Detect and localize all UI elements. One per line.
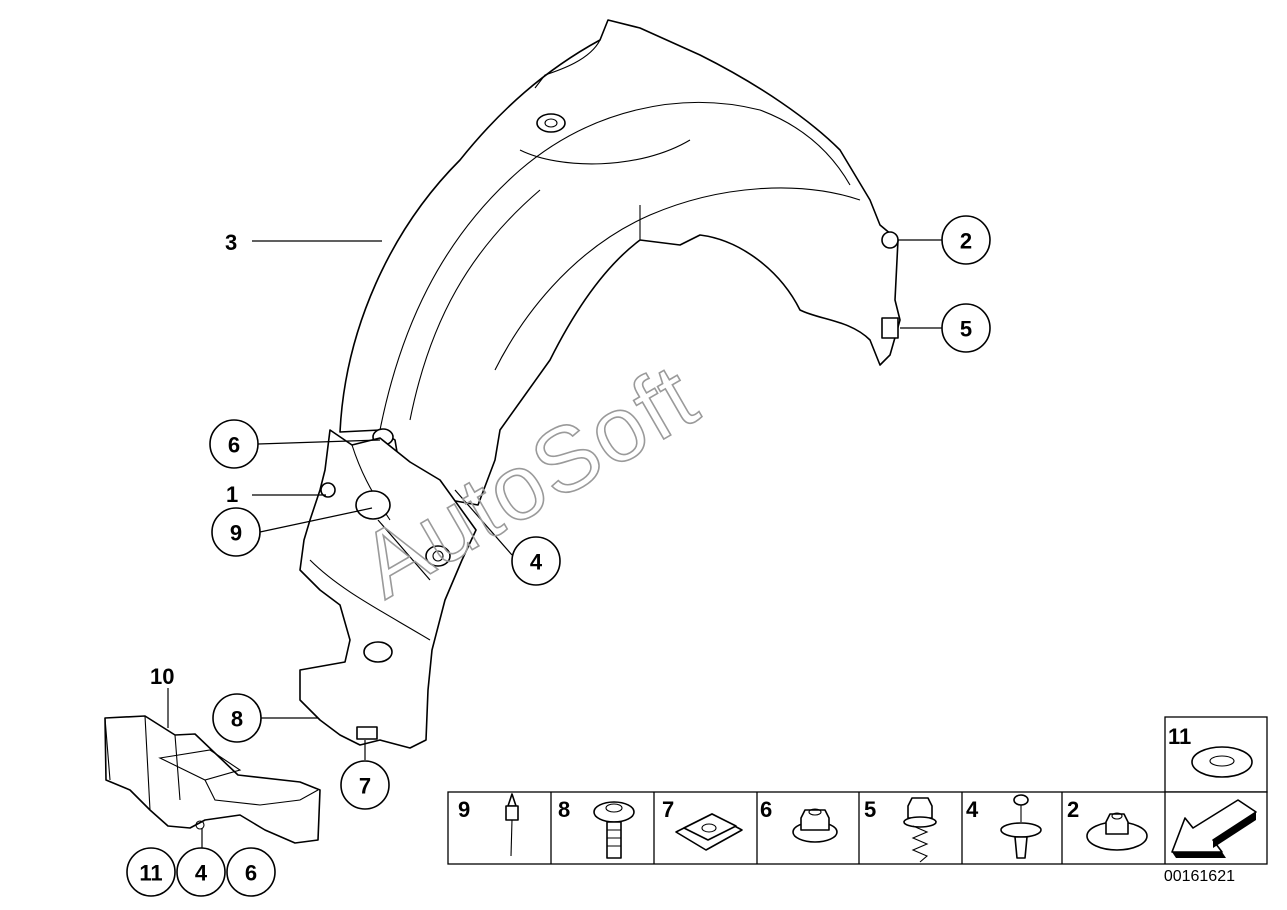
- callout-2: 2: [941, 215, 991, 265]
- push-rivet-icon: [1000, 794, 1042, 859]
- callout-4-lower: 4: [176, 847, 226, 897]
- callout-6: 6: [209, 419, 259, 469]
- svg-text:6: 6: [228, 433, 240, 458]
- document-id: 00161621: [1163, 868, 1235, 885]
- callout-6-lower: 6: [226, 847, 276, 897]
- direction-arrow-icon: [1171, 799, 1257, 858]
- legend-number-9: 9: [458, 797, 470, 822]
- svg-text:6: 6: [245, 861, 257, 886]
- svg-text:7: 7: [359, 774, 371, 799]
- blind-rivet-icon: [505, 793, 519, 857]
- label-10: 10: [150, 664, 174, 689]
- legend-table: 9 8 7 6 5 4 2 11: [447, 716, 1268, 865]
- screw-icon: [903, 797, 937, 863]
- callout-7: 7: [340, 760, 390, 810]
- callout-11: 11: [126, 847, 176, 897]
- svg-text:2: 2: [960, 229, 972, 254]
- washer-icon: [1191, 746, 1253, 778]
- svg-text:4: 4: [195, 861, 208, 886]
- callout-9: 9: [211, 507, 261, 557]
- callout-5: 5: [941, 303, 991, 353]
- callout-4: 4: [511, 536, 561, 586]
- label-3: 3: [225, 230, 237, 255]
- callout-8: 8: [212, 693, 262, 743]
- legend-number-7: 7: [662, 797, 674, 822]
- expanding-rivet-icon: [593, 801, 635, 859]
- svg-text:8: 8: [231, 707, 243, 732]
- sheet-metal-nut-icon: [675, 813, 743, 851]
- air-duct: [104, 715, 321, 844]
- collar-nut-icon: [792, 808, 838, 843]
- svg-text:11: 11: [139, 861, 162, 886]
- svg-text:9: 9: [230, 521, 242, 546]
- legend-number-2: 2: [1067, 797, 1079, 822]
- bracket-cover: [299, 429, 477, 749]
- svg-text:5: 5: [960, 317, 972, 342]
- leader-lines: [167, 239, 942, 848]
- label-1: 1: [226, 482, 238, 507]
- legend-number-4: 4: [966, 797, 979, 822]
- hex-nut-icon: [1086, 812, 1148, 851]
- legend-number-6: 6: [760, 797, 772, 822]
- legend-number-11: 11: [1168, 724, 1191, 749]
- legend-number-8: 8: [558, 797, 570, 822]
- svg-text:4: 4: [530, 550, 543, 575]
- legend-number-5: 5: [864, 797, 876, 822]
